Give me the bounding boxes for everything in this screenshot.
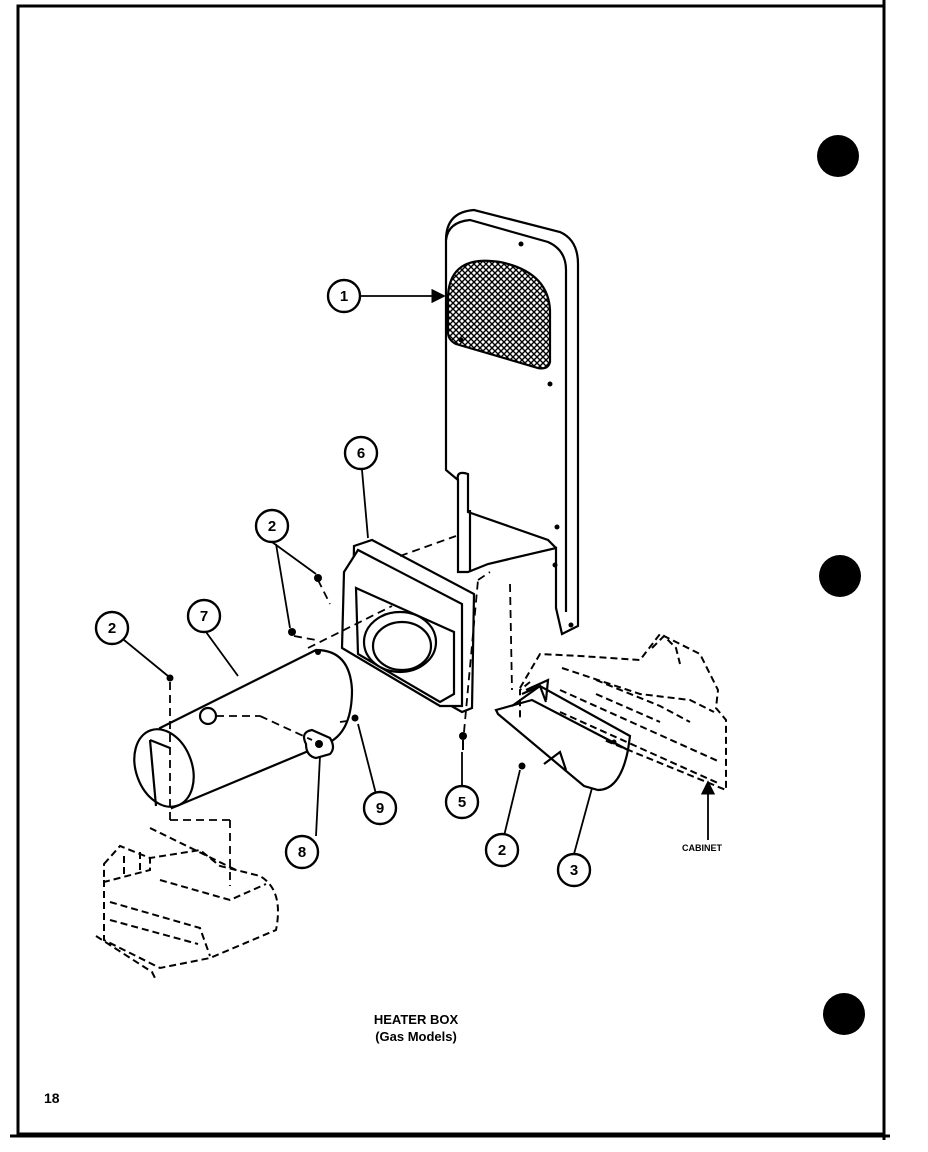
svg-text:2: 2 bbox=[498, 842, 506, 859]
dashed-blower-housing bbox=[95, 827, 279, 981]
diagram-subtitle: (Gas Models) bbox=[375, 1029, 457, 1044]
svg-text:5: 5 bbox=[458, 794, 466, 811]
callout-9: 9 bbox=[362, 790, 398, 826]
svg-text:1: 1 bbox=[340, 288, 348, 305]
svg-text:2: 2 bbox=[268, 518, 276, 535]
svg-text:6: 6 bbox=[357, 445, 365, 462]
part-2-screw-left bbox=[166, 674, 174, 682]
part-7-burner-tube bbox=[133, 648, 354, 810]
part-2-screw-upper bbox=[314, 574, 322, 582]
page-number: 18 bbox=[44, 1090, 60, 1106]
cabinet-label: CABINET bbox=[682, 843, 723, 853]
callout-1: 1 bbox=[326, 278, 362, 314]
callout-6: 6 bbox=[343, 435, 379, 471]
binder-hole-middle bbox=[819, 555, 861, 597]
svg-text:2: 2 bbox=[108, 620, 116, 637]
dashed-cabinet-outline bbox=[519, 632, 727, 792]
part-5-screw bbox=[459, 732, 467, 750]
assembly-lines bbox=[169, 535, 513, 886]
binder-hole-top bbox=[817, 135, 859, 177]
part-3-bracket bbox=[494, 678, 632, 792]
svg-text:7: 7 bbox=[200, 608, 208, 625]
binder-hole-bottom bbox=[823, 993, 865, 1035]
part-1-rear-panel bbox=[444, 208, 580, 636]
callout-2-right: 2 bbox=[484, 832, 520, 868]
leader-lines bbox=[123, 288, 716, 855]
svg-text:3: 3 bbox=[570, 862, 578, 879]
diagram-title: HEATER BOX bbox=[374, 1012, 459, 1027]
callout-5: 5 bbox=[444, 784, 480, 820]
callout-2-upper: 2 bbox=[254, 508, 290, 544]
part-2-screw-lower bbox=[288, 628, 296, 636]
svg-text:9: 9 bbox=[376, 800, 384, 817]
callout-7: 7 bbox=[186, 598, 222, 634]
page-frame bbox=[16, 4, 886, 1136]
callout-8: 8 bbox=[284, 834, 320, 870]
part-8-igniter-clip bbox=[302, 728, 335, 760]
part-6-duct-flange bbox=[340, 538, 476, 714]
callout-3: 3 bbox=[556, 852, 592, 888]
svg-text:8: 8 bbox=[298, 844, 306, 861]
callout-2-left: 2 bbox=[94, 610, 130, 646]
part-9-screw bbox=[351, 714, 359, 722]
part-2-screw-right bbox=[518, 762, 526, 770]
